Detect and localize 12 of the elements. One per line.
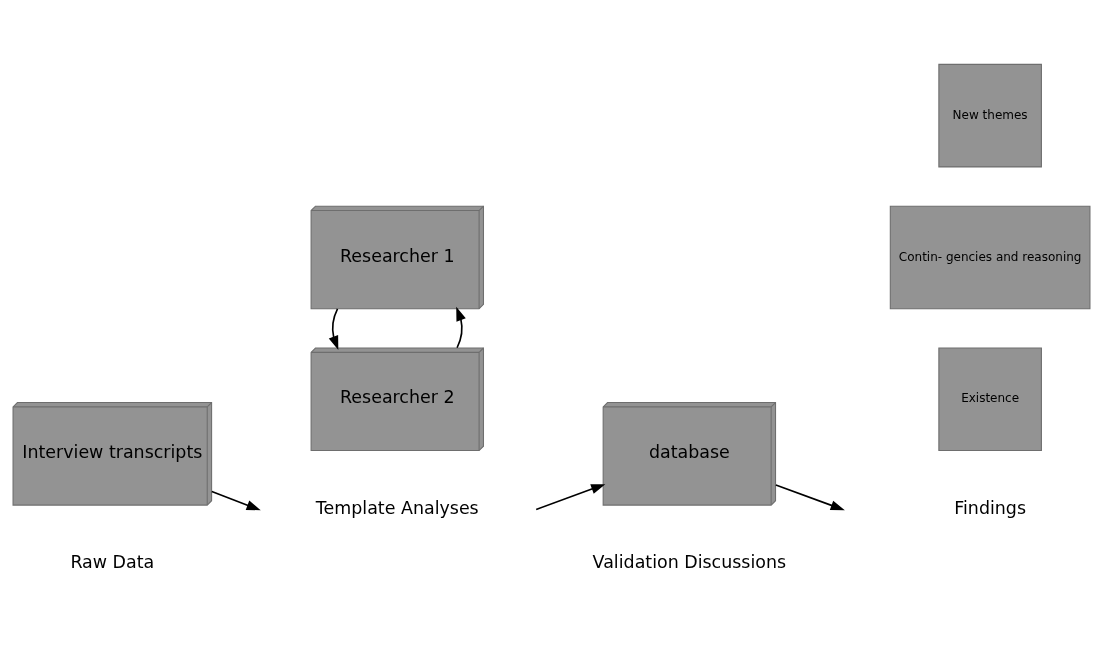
label: Template Analyses [315,497,479,518]
arrow [211,490,261,510]
label: Raw Data [70,551,155,572]
label: Findings [954,497,1027,518]
node-box: Contin- gencies and reasoning [889,205,1091,309]
arrow [456,306,466,349]
node-box: New themes [938,63,1042,167]
label: Validation Discussions [592,551,787,572]
arrow [328,307,339,350]
arrow [535,483,606,510]
arrow [775,483,845,510]
node-box: Existence [938,346,1042,451]
